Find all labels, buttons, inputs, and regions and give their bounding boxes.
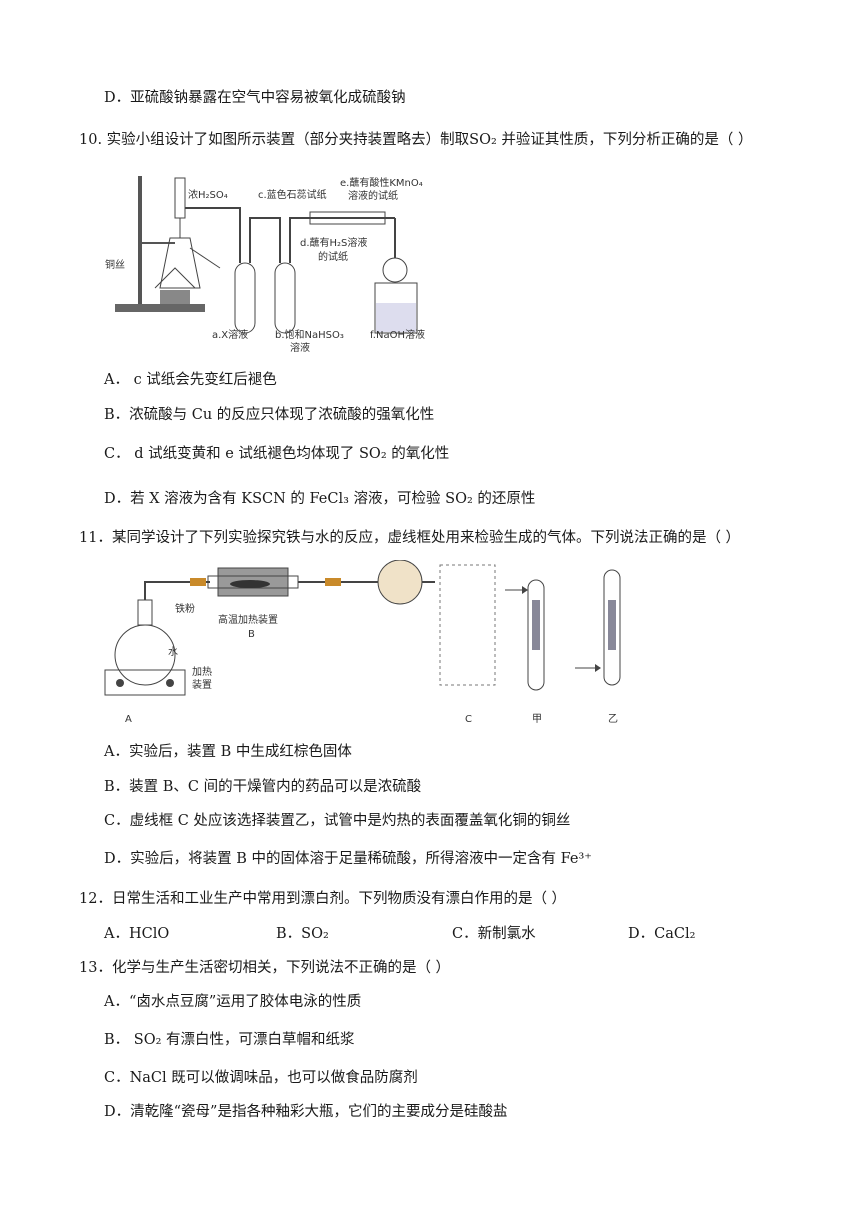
label-c-paper: c.蓝色石蕊试纸	[258, 188, 327, 201]
q13-option-c: C．NaCl 既可以做调味品，也可以做食品防腐剂	[104, 1070, 418, 1086]
label-iron-powder: 铁粉	[175, 602, 195, 615]
label-copper: 铜丝	[105, 259, 125, 271]
label-heat-1: 加热	[192, 665, 212, 678]
q11-apparatus-figure: 铁粉 高温加热装置 B 水 加热 装置 A C 甲 乙	[104, 560, 621, 725]
q12-stem: 12．日常生活和工业生产中常用到漂白剂。下列物质没有漂白作用的是（ ）	[79, 891, 567, 907]
q11-option-d: D．实验后，将装置 B 中的固体溶于足量稀硫酸，所得溶液中一定含有 Fe³⁺	[104, 851, 592, 867]
q11-option-a: A．实验后，装置 B 中生成红棕色固体	[104, 744, 352, 760]
label-d-paper-2: 的试纸	[318, 250, 348, 263]
q13-option-b: B． SO₂ 有漂白性，可漂白草帽和纸浆	[104, 1032, 355, 1048]
label-b: B	[248, 629, 255, 640]
label-c: C	[465, 714, 472, 725]
q10-option-d: D．若 X 溶液为含有 KSCN 的 FeCl₃ 溶液，可检验 SO₂ 的还原性	[104, 491, 536, 507]
label-d-paper-1: d.蘸有H₂S溶液	[300, 236, 367, 249]
q13-stem: 13．化学与生产生活密切相关，下列说法不正确的是（ ）	[79, 960, 451, 976]
label-yi: 乙	[608, 713, 618, 725]
label-f-solution: f.NaOH溶液	[370, 328, 425, 341]
label-conc-h2so4: 浓H₂SO₄	[188, 189, 228, 201]
q13-option-a: A．“卤水点豆腐”运用了胶体电泳的性质	[104, 994, 362, 1010]
label-b-solution-2: 溶液	[290, 341, 310, 354]
q12-option-a: A．HClO	[104, 926, 170, 942]
label-heater-b: 高温加热装置	[218, 613, 278, 626]
q10-option-b: B．浓硫酸与 Cu 的反应只体现了浓硫酸的强氧化性	[104, 407, 435, 423]
label-b-solution-1: b.饱和NaHSO₃	[275, 329, 344, 341]
q13-option-d: D．清乾隆“瓷母”是指各种釉彩大瓶，它们的主要成分是硅酸盐	[104, 1104, 508, 1120]
label-a-solution: a.X溶液	[212, 328, 248, 341]
label-e-paper-2: 溶液的试纸	[348, 189, 398, 202]
label-a: A	[125, 714, 132, 725]
q11-stem: 11．某同学设计了下列实验探究铁与水的反应，虚线框处用来检验生成的气体。下列说法…	[79, 530, 741, 546]
q10-option-c: C． d 试纸变黄和 e 试纸褪色均体现了 SO₂ 的氧化性	[104, 446, 450, 462]
q10-apparatus-figure: 浓H₂SO₄ c.蓝色石蕊试纸 e.蘸有酸性KMnO₄ 溶液的试纸 d.蘸有H₂…	[105, 176, 425, 354]
q12-option-d: D．CaCl₂	[628, 926, 696, 942]
q11-option-b: B．装置 B、C 间的干燥管内的药品可以是浓硫酸	[104, 779, 422, 795]
label-e-paper-1: e.蘸有酸性KMnO₄	[340, 176, 423, 189]
q10-stem: 10. 实验小组设计了如图所示装置（部分夹持装置略去）制取SO₂ 并验证其性质，…	[79, 132, 753, 148]
q9-option-d: D．亚硫酸钠暴露在空气中容易被氧化成硫酸钠	[104, 90, 406, 106]
label-heat-2: 装置	[192, 678, 212, 691]
q12-option-b: B．SO₂	[276, 926, 329, 942]
q12-option-c: C．新制氯水	[452, 926, 536, 942]
label-water: 水	[168, 646, 178, 658]
label-jia: 甲	[532, 714, 542, 725]
q11-option-c: C．虚线框 C 处应该选择装置乙，试管中是灼热的表面覆盖氧化铜的铜丝	[104, 813, 571, 829]
q10-option-a: A． c 试纸会先变红后褪色	[104, 372, 277, 388]
